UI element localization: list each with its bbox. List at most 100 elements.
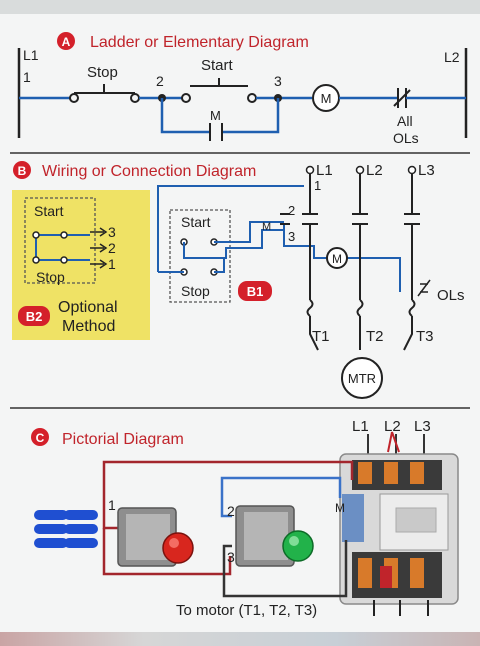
coil-wiring: [283, 224, 401, 292]
b2-label-stop: Stop: [36, 269, 65, 285]
aux-block: [342, 494, 364, 542]
stop-button-plate: [126, 514, 170, 560]
ol-terminal-1: [358, 558, 372, 588]
coil-m-label: M: [332, 252, 342, 266]
b2-term-c: [32, 256, 40, 264]
label-c-2: 2: [227, 503, 235, 519]
b2-label-optional: Optional: [58, 299, 118, 316]
badge-a-label: A: [62, 35, 71, 49]
badge-b: [13, 161, 31, 179]
label-node-1: 1: [23, 69, 31, 85]
blue-wire-top: [220, 476, 342, 518]
label-c-3: 3: [227, 549, 235, 565]
cable-bundle-icon: [34, 510, 98, 548]
b2-station-box: [24, 197, 96, 284]
l2-red-lead: [387, 431, 400, 453]
section-c: C Pictorial Diagram L1 L2 L3 M: [31, 418, 459, 619]
label-b-aux-m: M: [262, 221, 271, 233]
start-pushbutton[interactable]: [235, 505, 314, 567]
b1-station-box: [169, 209, 231, 303]
label-t2: T2: [366, 328, 384, 345]
black-wire-bottom: [222, 540, 348, 598]
section-b: B Wiring or Connection Diagram Start Sto…: [12, 161, 465, 399]
motor-output-wires: [373, 600, 429, 616]
label-b-2: 2: [288, 203, 295, 218]
badge-c-label: C: [36, 431, 45, 445]
b2-label-2: 2: [108, 240, 116, 256]
stop-button-highlight: [169, 538, 179, 548]
label-c-l2: L2: [384, 418, 401, 435]
b1-label-stop: Stop: [181, 283, 210, 299]
ol-slash: [393, 89, 411, 107]
motor-mtr: [341, 357, 383, 399]
label-l2: L2: [444, 49, 460, 65]
ol-contact-b: [417, 279, 431, 297]
start-button-highlight: [289, 536, 299, 546]
b1-badge-label: B1: [247, 284, 264, 299]
start-contact-right: [247, 93, 257, 103]
top-strip: [0, 0, 480, 14]
b1-badge: [238, 281, 272, 301]
badge-c: [31, 428, 49, 446]
label-c-1: 1: [108, 497, 116, 513]
motor-mtr-label: MTR: [348, 371, 376, 386]
b2-arrows: [99, 227, 108, 269]
b2-leads: [90, 231, 104, 265]
label-l1: L1: [23, 47, 39, 63]
red-wire-bottom: [102, 528, 232, 576]
phase-wires: [309, 174, 413, 300]
stop-button-cap[interactable]: [162, 532, 194, 564]
label-t1: T1: [312, 328, 330, 345]
ladder-diagram-title: Ladder or Elementary Diagram: [90, 34, 309, 51]
label-stop: Stop: [87, 64, 118, 81]
stop-contact-left: [69, 93, 79, 103]
coil-m: [326, 247, 348, 269]
label-c-l3: L3: [414, 418, 431, 435]
overload-heaters: [306, 299, 416, 317]
label-node-2: 2: [156, 73, 164, 89]
stop-pushbutton[interactable]: [117, 507, 194, 567]
b2-badge-label: B2: [26, 309, 43, 324]
terminal-orange-1: [358, 462, 372, 484]
terminal-orange-2: [384, 462, 398, 484]
red-wire-top: [102, 460, 354, 530]
bottom-strip: [0, 632, 480, 646]
label-t3: T3: [416, 328, 434, 345]
b2-label-method: Method: [62, 318, 115, 335]
label-node-3: 3: [274, 73, 282, 89]
label-ols: OLs: [393, 130, 419, 146]
badge-a: [57, 32, 75, 50]
pictorial-diagram-title: Pictorial Diagram: [62, 431, 184, 448]
badge-b-label: B: [18, 164, 27, 178]
contactor-nameplate: [395, 507, 437, 533]
b1-control-wiring: [157, 185, 304, 273]
start-button-cap[interactable]: [282, 530, 314, 562]
label-all: All: [397, 113, 413, 129]
b2-label-1: 1: [108, 256, 116, 272]
motor-coil-label: M: [321, 91, 332, 106]
power-lines: L1 L2 L3 1 2 3 M: [262, 162, 435, 351]
label-b-1: 1: [314, 178, 321, 193]
terminal-l1: [305, 165, 315, 175]
label-b-l2: L2: [366, 162, 383, 179]
terminal-l2: [355, 165, 365, 175]
ol-terminal-3: [410, 558, 424, 588]
wiring-diagram-title: Wiring or Connection Diagram: [42, 163, 256, 180]
b2-badge: [18, 306, 50, 326]
terminal-orange-3: [410, 462, 424, 484]
ol-reset-red: [380, 566, 392, 588]
b1-label-start: Start: [181, 214, 211, 230]
b2-term-a: [32, 231, 40, 239]
start-button-plate: [244, 512, 288, 560]
label-start: Start: [201, 57, 234, 74]
main-contacts: [302, 213, 420, 225]
b2-term-d: [60, 256, 68, 264]
label-b-l3: L3: [418, 162, 435, 179]
label-b-ols: OLs: [437, 287, 465, 304]
label-seal-in-m: M: [210, 108, 221, 123]
label-c-m: M: [335, 501, 345, 515]
b2-label-start: Start: [34, 203, 64, 219]
section-a: A Ladder or Elementary Diagram L1 1 L2 S…: [17, 32, 468, 146]
